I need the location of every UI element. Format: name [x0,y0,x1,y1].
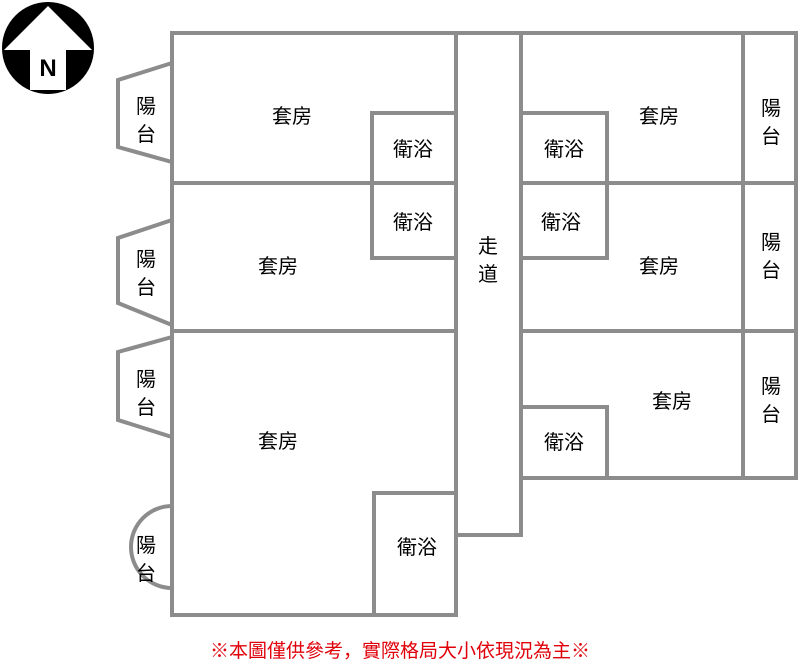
north-label: N [39,55,56,82]
label-balcony-e1-2: 台 [761,124,781,148]
label-balcony-w1-2: 台 [136,122,156,146]
label-suite-sw: 套房 [258,429,298,453]
label-bath-sw: 衛浴 [397,535,437,559]
label-balcony-w4-1: 陽 [136,533,156,557]
label-suite-ne: 套房 [639,104,679,128]
label-balcony-w2-2: 台 [136,275,156,299]
label-balcony-w3-2: 台 [136,395,156,419]
label-balcony-w4-2: 台 [136,561,156,585]
label-balcony-w1-1: 陽 [136,94,156,118]
label-bath-nw: 衛浴 [393,137,433,161]
label-balcony-e3-2: 台 [761,402,781,426]
label-corridor-1: 走 [478,234,498,258]
balcony-e2 [741,181,798,333]
label-balcony-e2-1: 陽 [761,230,781,254]
label-bath-se: 衛浴 [544,430,584,454]
balcony-w2 [116,217,174,328]
label-corridor-2: 道 [478,262,498,286]
label-balcony-w2-1: 陽 [136,247,156,271]
label-bath-e-mid: 衛浴 [541,210,581,234]
label-suite-e-mid: 套房 [639,254,679,278]
balcony-w4 [129,503,174,591]
label-balcony-w3-1: 陽 [136,367,156,391]
north-arrow-icon: N [2,2,94,94]
floor-plan: N 套房 衛浴 套房 衛浴 套房 衛浴 套房 衛浴 套房 衛浴 套房 衛浴 走 … [2,2,798,617]
room-bath-e-mid [519,181,609,260]
room-bath-se [519,405,609,480]
label-suite-nw: 套房 [272,104,312,128]
label-balcony-e1-1: 陽 [761,96,781,120]
label-balcony-e2-2: 台 [761,258,781,282]
label-suite-se: 套房 [652,389,692,413]
room-bath-ne [519,111,609,185]
disclaimer-note: ※本圖僅供參考，實際格局大小依現況為主※ [209,640,590,662]
balcony-e3 [741,329,798,480]
label-bath-w-mid: 衛浴 [393,210,433,234]
room-bath-sw [372,491,458,617]
label-bath-ne: 衛浴 [544,137,584,161]
label-balcony-e3-1: 陽 [761,374,781,398]
corridor [454,31,523,537]
label-suite-w-mid: 套房 [258,254,298,278]
